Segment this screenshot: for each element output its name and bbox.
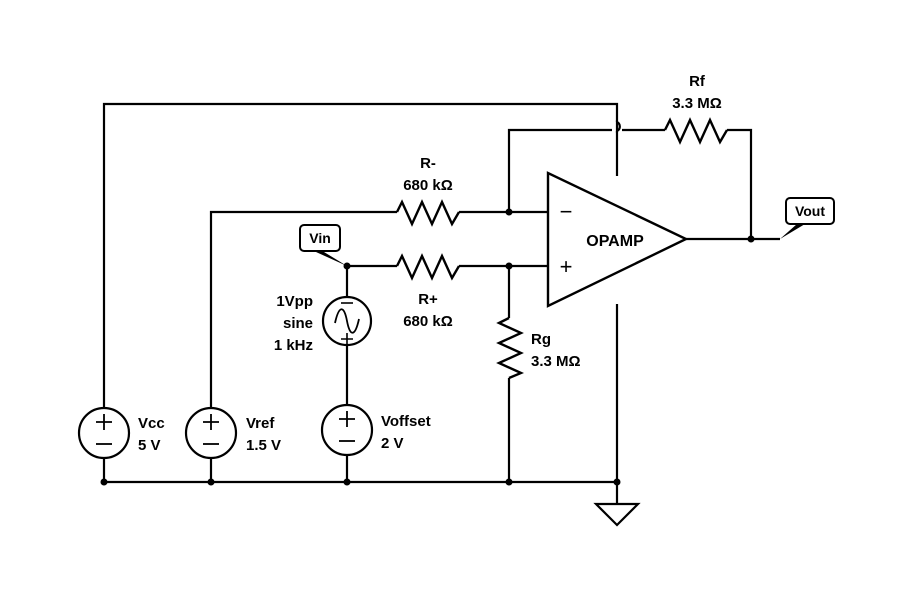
dc-source-circle [320,403,374,457]
dc-source-circle [184,406,238,460]
resistor-symbol [395,253,461,281]
vref-value: 1.5 V [246,437,281,454]
dc-plus-icon [203,414,219,430]
dc-source-circle [77,406,131,460]
vcc-name: Vcc [138,415,165,432]
net-label-vout: Vout [780,197,835,239]
resistor-rf-value: 3.3 MΩ [672,95,722,112]
resistor-rminus-name: R- [420,155,436,172]
resistor-rplus-value: 680 kΩ [403,313,453,330]
resistor-rg-value: 3.3 MΩ [531,353,581,370]
vcc-value: 5 V [138,437,161,454]
resistor-symbol [663,117,729,145]
dc-plus-icon [339,411,355,427]
net-label-vin: Vin [299,224,347,266]
resistor-symbol [496,316,525,380]
net-label-vin-text: Vin [309,230,331,246]
sine-source: 1Vpp sine 1 kHz [274,293,373,354]
resistor-rminus: R- 680 kΩ [395,155,461,227]
voffset-source: Voffset 2 V [320,403,431,457]
sine-source-amplitude: 1Vpp [276,293,313,310]
resistor-rg-name: Rg [531,331,551,348]
opamp: − + OPAMP [546,171,689,308]
vref-source: Vref 1.5 V [184,406,281,460]
net-label-pointer [316,252,347,266]
resistor-symbol [395,199,461,227]
resistor-rg: Rg 3.3 MΩ [496,316,581,380]
vcc-source: Vcc 5 V [77,406,165,460]
sine-source-waveform: sine [283,315,313,332]
resistor-rplus: R+ 680 kΩ [395,253,461,330]
junction-dot [613,478,621,486]
sine-plus-icon [341,333,353,345]
vcc-wire [102,102,619,480]
wire-crossing-hop [615,120,621,133]
feedback-wire [507,128,753,239]
sine-wave-icon [334,308,360,334]
opamp-triangle [546,171,689,308]
vref-wire [209,210,397,480]
net-label-pointer [780,224,805,239]
opamp-label: OPAMP [586,233,644,250]
voffset-value: 2 V [381,435,404,452]
opamp-minus-sign: − [560,199,573,224]
junction-dot [343,478,351,486]
resistor-rplus-name: R+ [418,291,438,308]
ground-icon [593,502,641,527]
wires [102,102,780,503]
junction-dot [505,262,513,270]
junction-dot [747,235,755,243]
junction-dot [207,478,215,486]
junction-dot [505,208,513,216]
net-label-vout-text: Vout [795,203,825,219]
junctions [100,208,755,486]
resistor-rf-name: Rf [689,73,706,90]
opamp-plus-sign: + [560,254,573,279]
voffset-name: Voffset [381,413,431,430]
ground-symbol [593,502,641,527]
net-label-box [299,224,341,252]
net-label-box [785,197,835,225]
dc-plus-icon [96,414,112,430]
junction-dot [100,478,108,486]
junction-dot [505,478,513,486]
resistor-rminus-value: 680 kΩ [403,177,453,194]
sine-source-frequency: 1 kHz [274,337,313,354]
resistor-rf: Rf 3.3 MΩ [663,73,729,145]
vref-name: Vref [246,415,275,432]
